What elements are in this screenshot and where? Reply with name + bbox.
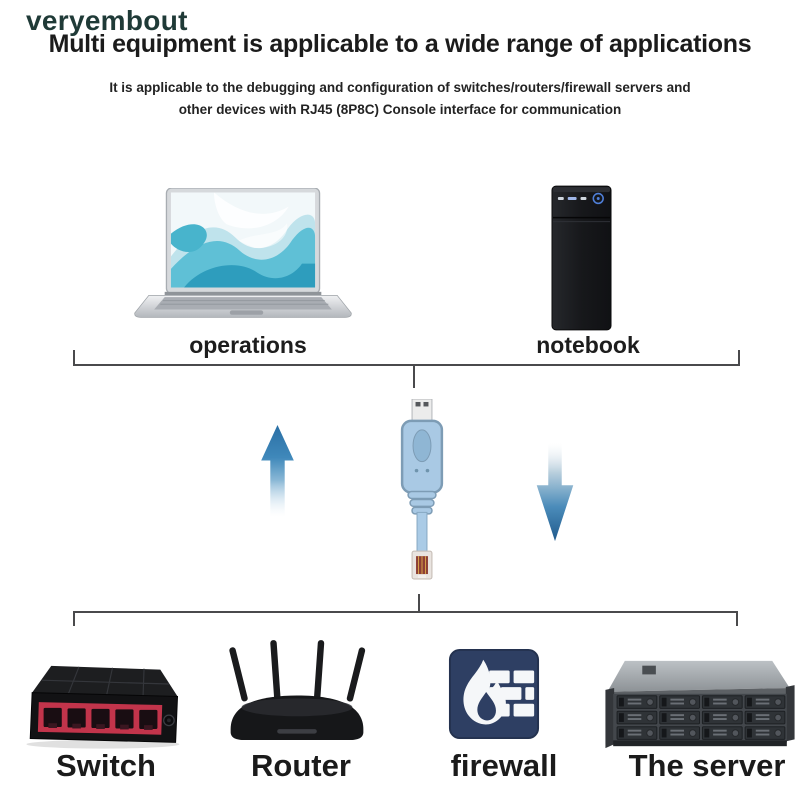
laptop-icon	[133, 188, 353, 320]
arrow-up-icon	[260, 425, 295, 521]
page-subtitle: It is applicable to the debugging and co…	[0, 77, 800, 122]
rj45-connector	[411, 550, 433, 580]
drive-row	[616, 695, 786, 709]
wifi-router-icon	[222, 638, 372, 741]
label-firewall: firewall	[450, 748, 558, 783]
label-operations: operations	[189, 332, 307, 358]
rack-server-icon	[605, 655, 795, 752]
usb-a-connector	[411, 399, 433, 424]
firewall-icon	[447, 647, 541, 741]
desktop-tower-icon	[551, 184, 612, 332]
label-notebook: notebook	[536, 332, 640, 358]
page-title: Multi equipment is applicable to a wide …	[48, 30, 752, 58]
network-switch-icon	[15, 662, 187, 750]
cable-body	[400, 419, 444, 515]
label-the-server: The server	[628, 748, 786, 783]
drive-row	[616, 710, 786, 725]
page-subtitle-line2: other devices with RJ45 (8P8C) Console i…	[178, 102, 622, 118]
drive-row	[616, 726, 786, 740]
label-switch: Switch	[56, 748, 156, 783]
cable-wire	[416, 511, 428, 554]
page-subtitle-line1: It is applicable to the debugging and co…	[109, 80, 691, 95]
usb-rj45-console-cable-icon	[400, 399, 444, 583]
label-router: Router	[251, 748, 351, 783]
watermark: veryembout	[26, 5, 188, 36]
arrow-down-icon	[535, 443, 575, 543]
